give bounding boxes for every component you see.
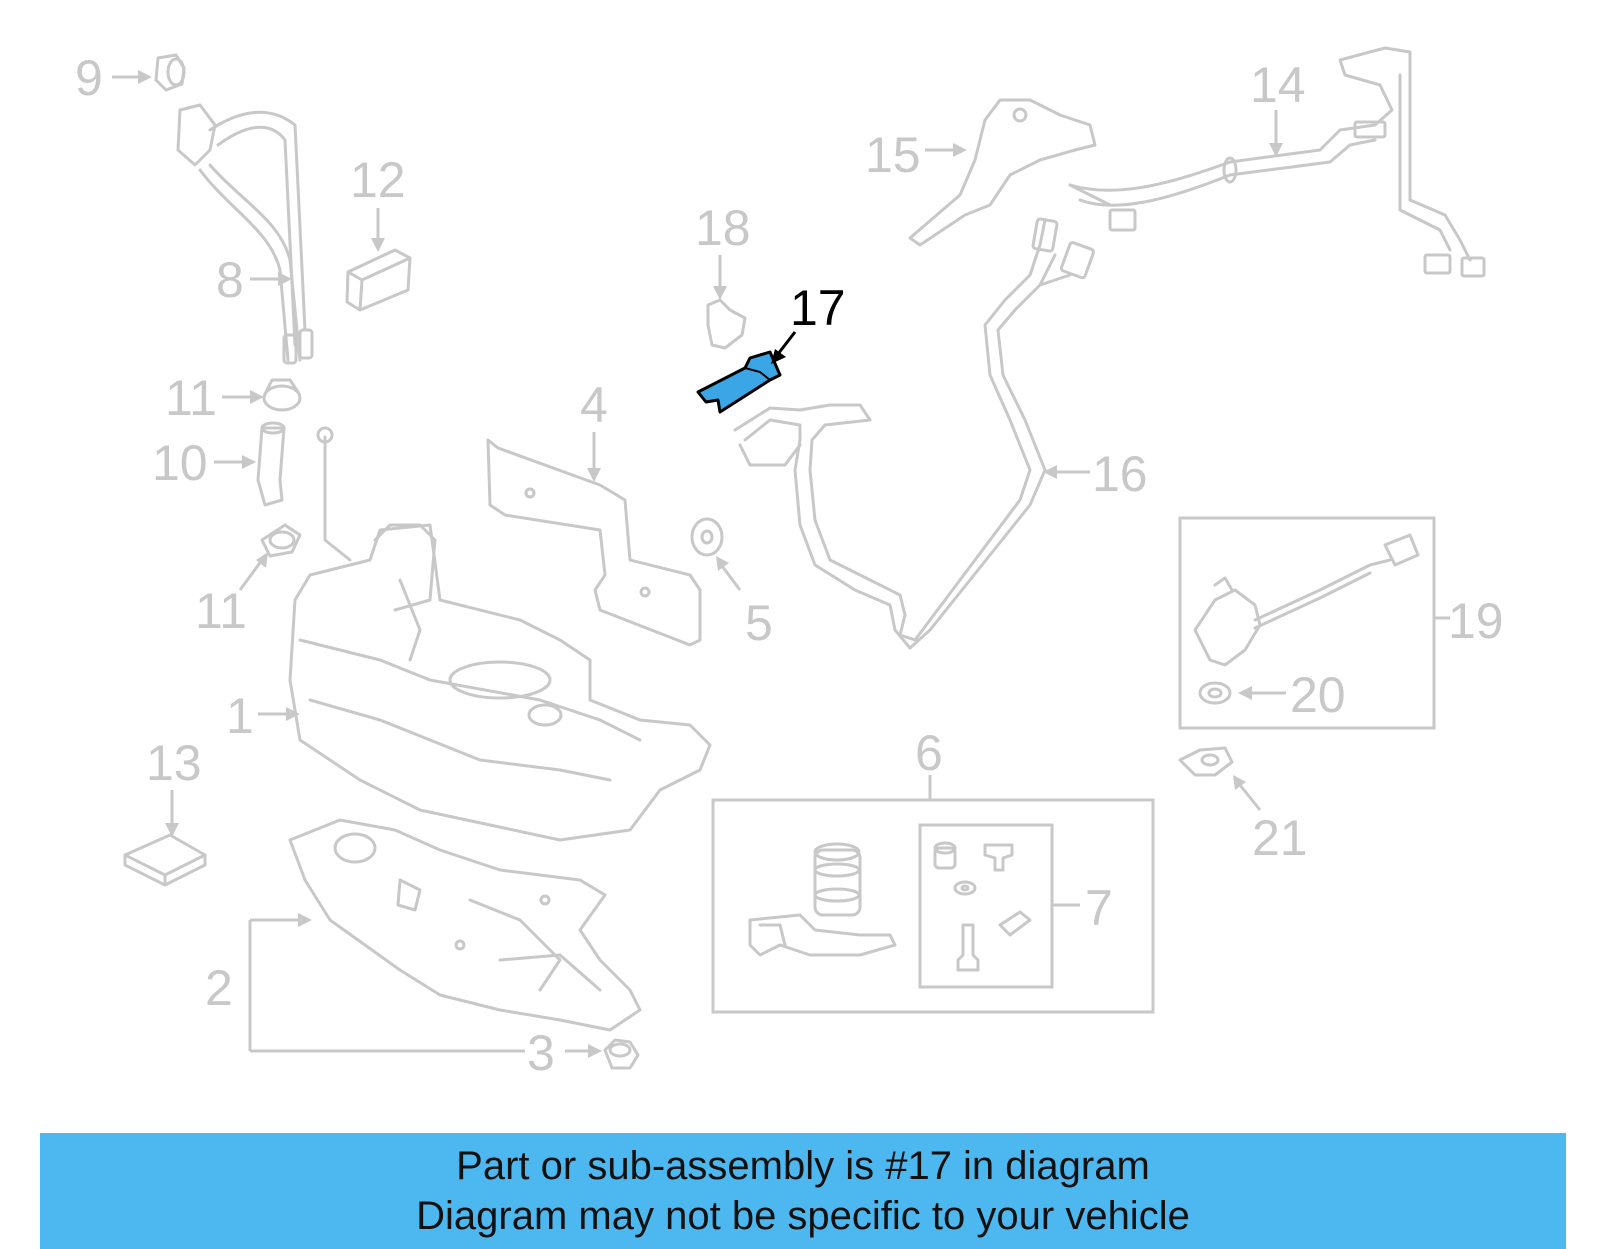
part-10-hose[interactable] (256, 421, 286, 507)
label-15[interactable]: 15 (865, 127, 921, 183)
part-20-seal[interactable] (1198, 681, 1232, 705)
part-11-clamp-lower[interactable] (260, 523, 302, 558)
part-3-nut[interactable] (603, 1038, 640, 1070)
label-8[interactable]: 8 (216, 252, 244, 308)
label-16[interactable]: 16 (1092, 446, 1148, 502)
label-17[interactable]: 17 (790, 280, 846, 336)
part-19-sender-unit[interactable] (1193, 533, 1420, 667)
part-16-fuel-line[interactable] (733, 217, 1096, 650)
label-4[interactable]: 4 (580, 377, 608, 433)
part-8-filler-neck[interactable] (176, 103, 314, 365)
label-14[interactable]: 14 (1250, 57, 1306, 113)
label-21[interactable]: 21 (1252, 810, 1308, 866)
part-7-hardware-kit[interactable] (933, 841, 1032, 972)
part-1-fuel-tank[interactable] (288, 426, 712, 842)
label-11-upper[interactable]: 11 (165, 370, 217, 426)
banner-line-2: Diagram may not be specific to your vehi… (416, 1194, 1190, 1238)
label-13[interactable]: 13 (146, 735, 202, 791)
label-5[interactable]: 5 (745, 595, 773, 651)
label-20[interactable]: 20 (1290, 667, 1346, 723)
label-7[interactable]: 7 (1085, 880, 1113, 936)
part-12-block[interactable] (345, 248, 412, 312)
label-2[interactable]: 2 (205, 960, 233, 1016)
label-18[interactable]: 18 (695, 200, 751, 256)
part-5-washer[interactable] (690, 517, 724, 557)
part-13-block[interactable] (123, 833, 207, 887)
part-17-highlighted[interactable] (696, 350, 782, 414)
part-21-lock-ring[interactable] (1178, 746, 1234, 777)
label-19[interactable]: 19 (1448, 593, 1504, 649)
info-banner: Part or sub-assembly is #17 in diagram D… (40, 1133, 1566, 1249)
part-14-harness[interactable] (1068, 46, 1486, 278)
label-12[interactable]: 12 (350, 152, 406, 208)
label-3[interactable]: 3 (527, 1025, 555, 1081)
label-1[interactable]: 1 (226, 688, 254, 744)
part-4-bracket[interactable] (486, 438, 702, 647)
box-19 (1178, 516, 1436, 730)
box-6 (711, 798, 1155, 1014)
label-9[interactable]: 9 (75, 50, 103, 106)
label-11-lower[interactable]: 11 (195, 583, 247, 639)
part-15-shield[interactable] (908, 98, 1097, 247)
banner-line-1: Part or sub-assembly is #17 in diagram (456, 1144, 1150, 1188)
part-2-skid-plate[interactable] (288, 818, 642, 1032)
part-9-cap[interactable] (154, 53, 186, 92)
part-11-clamp-upper[interactable] (262, 378, 302, 412)
label-6[interactable]: 6 (915, 725, 943, 781)
label-10[interactable]: 10 (152, 435, 208, 491)
part-6-pump-assembly[interactable] (748, 842, 897, 957)
part-18-clip[interactable] (706, 298, 747, 350)
